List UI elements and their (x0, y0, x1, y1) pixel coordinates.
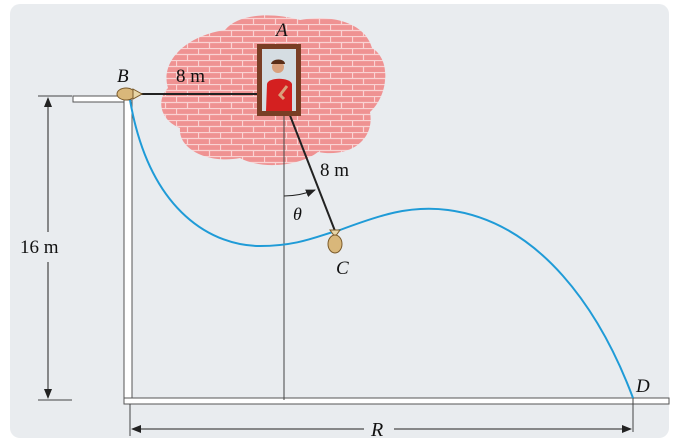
label-c: C (336, 258, 349, 279)
building-wall (123, 99, 133, 403)
trajectory-curve (129, 99, 634, 399)
rope-ac (283, 99, 336, 232)
height-dimension (38, 95, 72, 401)
label-a: A (274, 20, 288, 41)
label-b: B (117, 66, 129, 87)
label-height: 16 m (20, 237, 59, 258)
label-range: R (370, 419, 383, 441)
label-rope-ab: 8 m (176, 66, 205, 87)
bag-c-icon (327, 229, 343, 254)
person-icon (266, 59, 292, 111)
ground (123, 397, 670, 405)
label-theta: θ (293, 204, 302, 224)
theta-arc (283, 189, 316, 198)
bag-b-icon (116, 87, 144, 101)
label-d: D (635, 376, 650, 397)
label-rope-ac: 8 m (320, 160, 349, 181)
